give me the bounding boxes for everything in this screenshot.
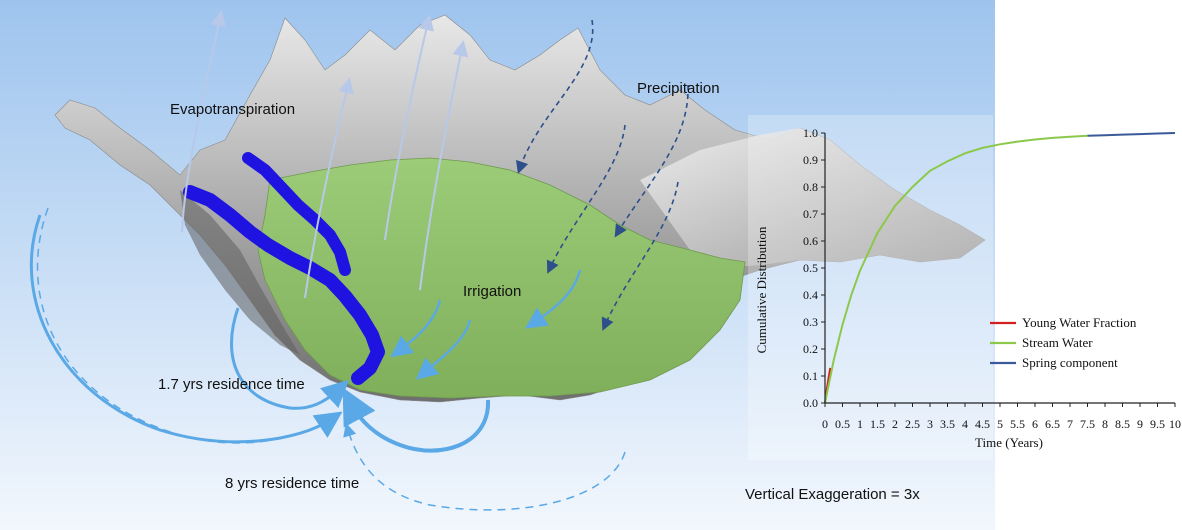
legend-label-1: Stream Water — [1022, 335, 1093, 350]
y-tick-label: 0.1 — [803, 369, 818, 383]
x-tick-label: 4.5 — [975, 417, 990, 431]
x-tick-label: 0.5 — [835, 417, 850, 431]
vertical-exaggeration-label: Vertical Exaggeration = 3x — [745, 486, 920, 503]
precipitation-label: Precipitation — [637, 80, 720, 97]
x-tick-label: 8.5 — [1115, 417, 1130, 431]
x-tick-label: 3 — [927, 417, 933, 431]
x-tick-label: 6.5 — [1045, 417, 1060, 431]
y-tick-label: 1.0 — [803, 126, 818, 140]
y-tick-label: 0.8 — [803, 180, 818, 194]
precipitation-arrows — [516, 19, 689, 331]
y-tick-label: 0.0 — [803, 396, 818, 410]
y-tick-label: 0.6 — [803, 234, 818, 248]
x-tick-label: 8 — [1102, 417, 1108, 431]
x-tick-label: 1.5 — [870, 417, 885, 431]
y-tick-label: 0.7 — [803, 207, 818, 221]
evapotranspiration-label: Evapotranspiration — [170, 101, 295, 118]
chart-panel — [748, 115, 993, 460]
y-tick-label: 0.4 — [803, 288, 818, 302]
evapotranspiration-arrows — [181, 10, 469, 299]
river-tributary — [242, 152, 351, 276]
x-tick-label: 2.5 — [905, 417, 920, 431]
y-tick-label: 0.3 — [803, 315, 818, 329]
x-tick-label: 0 — [822, 417, 828, 431]
irrigation-arrows — [390, 269, 582, 380]
legend-label-0: Young Water Fraction — [1022, 315, 1137, 330]
irrigation-label: Irrigation — [463, 283, 521, 300]
white-margin — [995, 0, 1182, 530]
mountain-right-slope — [640, 128, 985, 268]
short-residence-label: 1.7 yrs residence time — [158, 376, 305, 393]
long-residence-label: 8 yrs residence time — [225, 475, 359, 492]
mountain-left-shadow — [180, 190, 300, 355]
y-axis-label: Cumulative Distribution — [754, 226, 769, 353]
series-line-2 — [1087, 132, 1176, 137]
x-tick-label: 5 — [997, 417, 1003, 431]
residence-arrows — [30, 207, 626, 511]
cumulative-distribution-chart: 0.0 0.1 0.2 0.3 0.4 0.5 0.6 0.7 0.8 0.9 1.0 0 0.5 1 1.… — [748, 115, 1181, 460]
x-tick-label: 4 — [962, 417, 968, 431]
x-tick-label: 2 — [892, 417, 898, 431]
x-tick-label: 6 — [1032, 417, 1038, 431]
y-tick-label: 0.5 — [803, 261, 818, 275]
river — [183, 185, 385, 385]
x-tick-label: 9 — [1137, 417, 1143, 431]
x-tick-label: 9.5 — [1150, 417, 1165, 431]
legend-label-2: Spring component — [1022, 355, 1118, 370]
x-tick-label: 1 — [857, 417, 863, 431]
x-tick-label: 3.5 — [940, 417, 955, 431]
x-axis-label: Time (Years) — [975, 435, 1043, 450]
x-tick-label: 7.5 — [1080, 417, 1095, 431]
y-tick-label: 0.9 — [803, 153, 818, 167]
y-tick-label: 0.2 — [803, 342, 818, 356]
series-line-1 — [824, 134, 1088, 404]
x-tick-label: 7 — [1067, 417, 1073, 431]
x-tick-label: 10 — [1169, 417, 1181, 431]
x-tick-label: 5.5 — [1010, 417, 1025, 431]
